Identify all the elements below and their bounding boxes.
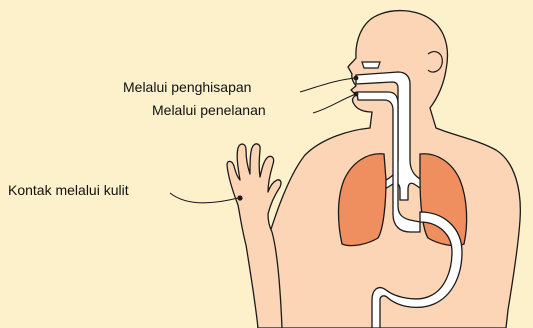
skin-contact-dot (237, 195, 242, 200)
ingestion-dot (354, 92, 359, 97)
torso-outline (257, 11, 520, 328)
ear (428, 52, 442, 72)
inhalation-pointer (300, 78, 356, 92)
skin-contact-label: Kontak melalui kulit (8, 182, 129, 198)
inhalation-label: Melalui penghisapan (123, 79, 251, 95)
inhalation-dot (354, 76, 359, 81)
nasal-passage (362, 62, 380, 68)
ingestion-label: Melalui penelanan (152, 102, 266, 118)
ingestion-pointer (313, 94, 356, 113)
skin-contact-pointer (170, 193, 238, 203)
